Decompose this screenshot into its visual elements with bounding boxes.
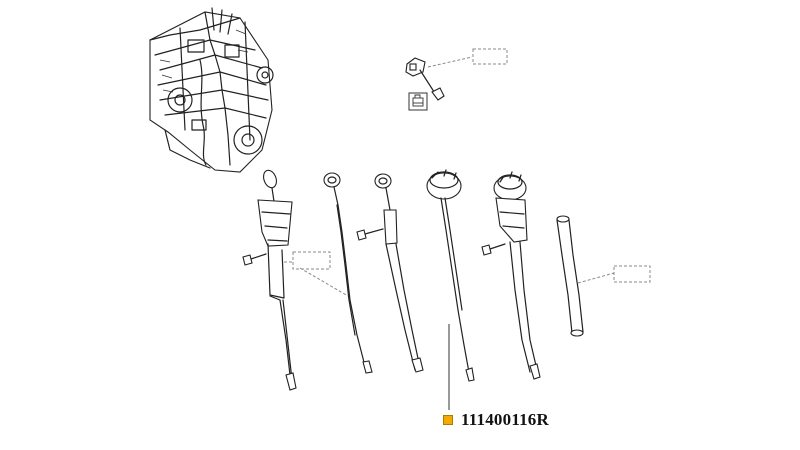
dipstick-guide-tube-1 bbox=[257, 169, 297, 391]
part-number-label[interactable]: 111400116R bbox=[443, 410, 549, 430]
dipstick-2 bbox=[323, 172, 373, 374]
dipstick-3 bbox=[374, 173, 424, 373]
dipstick-with-cap[interactable] bbox=[426, 169, 475, 382]
bolt-3 bbox=[356, 228, 384, 241]
document-icon[interactable] bbox=[408, 92, 428, 111]
dipstick-guide-tube bbox=[556, 215, 584, 337]
part-number-text[interactable]: 111400116R bbox=[461, 410, 549, 429]
callout-dipstick-2 bbox=[299, 267, 349, 297]
bolt-5 bbox=[481, 243, 506, 256]
engine-assembly bbox=[149, 7, 274, 173]
callout-sensor bbox=[427, 48, 508, 68]
square-marker-icon bbox=[443, 415, 453, 425]
oil-level-sensor bbox=[405, 57, 445, 101]
callout-guide-tube bbox=[577, 265, 651, 284]
bolt-1 bbox=[242, 253, 267, 266]
dipstick-tube-with-cap bbox=[493, 171, 541, 380]
callout-dipstick-1 bbox=[284, 251, 331, 270]
